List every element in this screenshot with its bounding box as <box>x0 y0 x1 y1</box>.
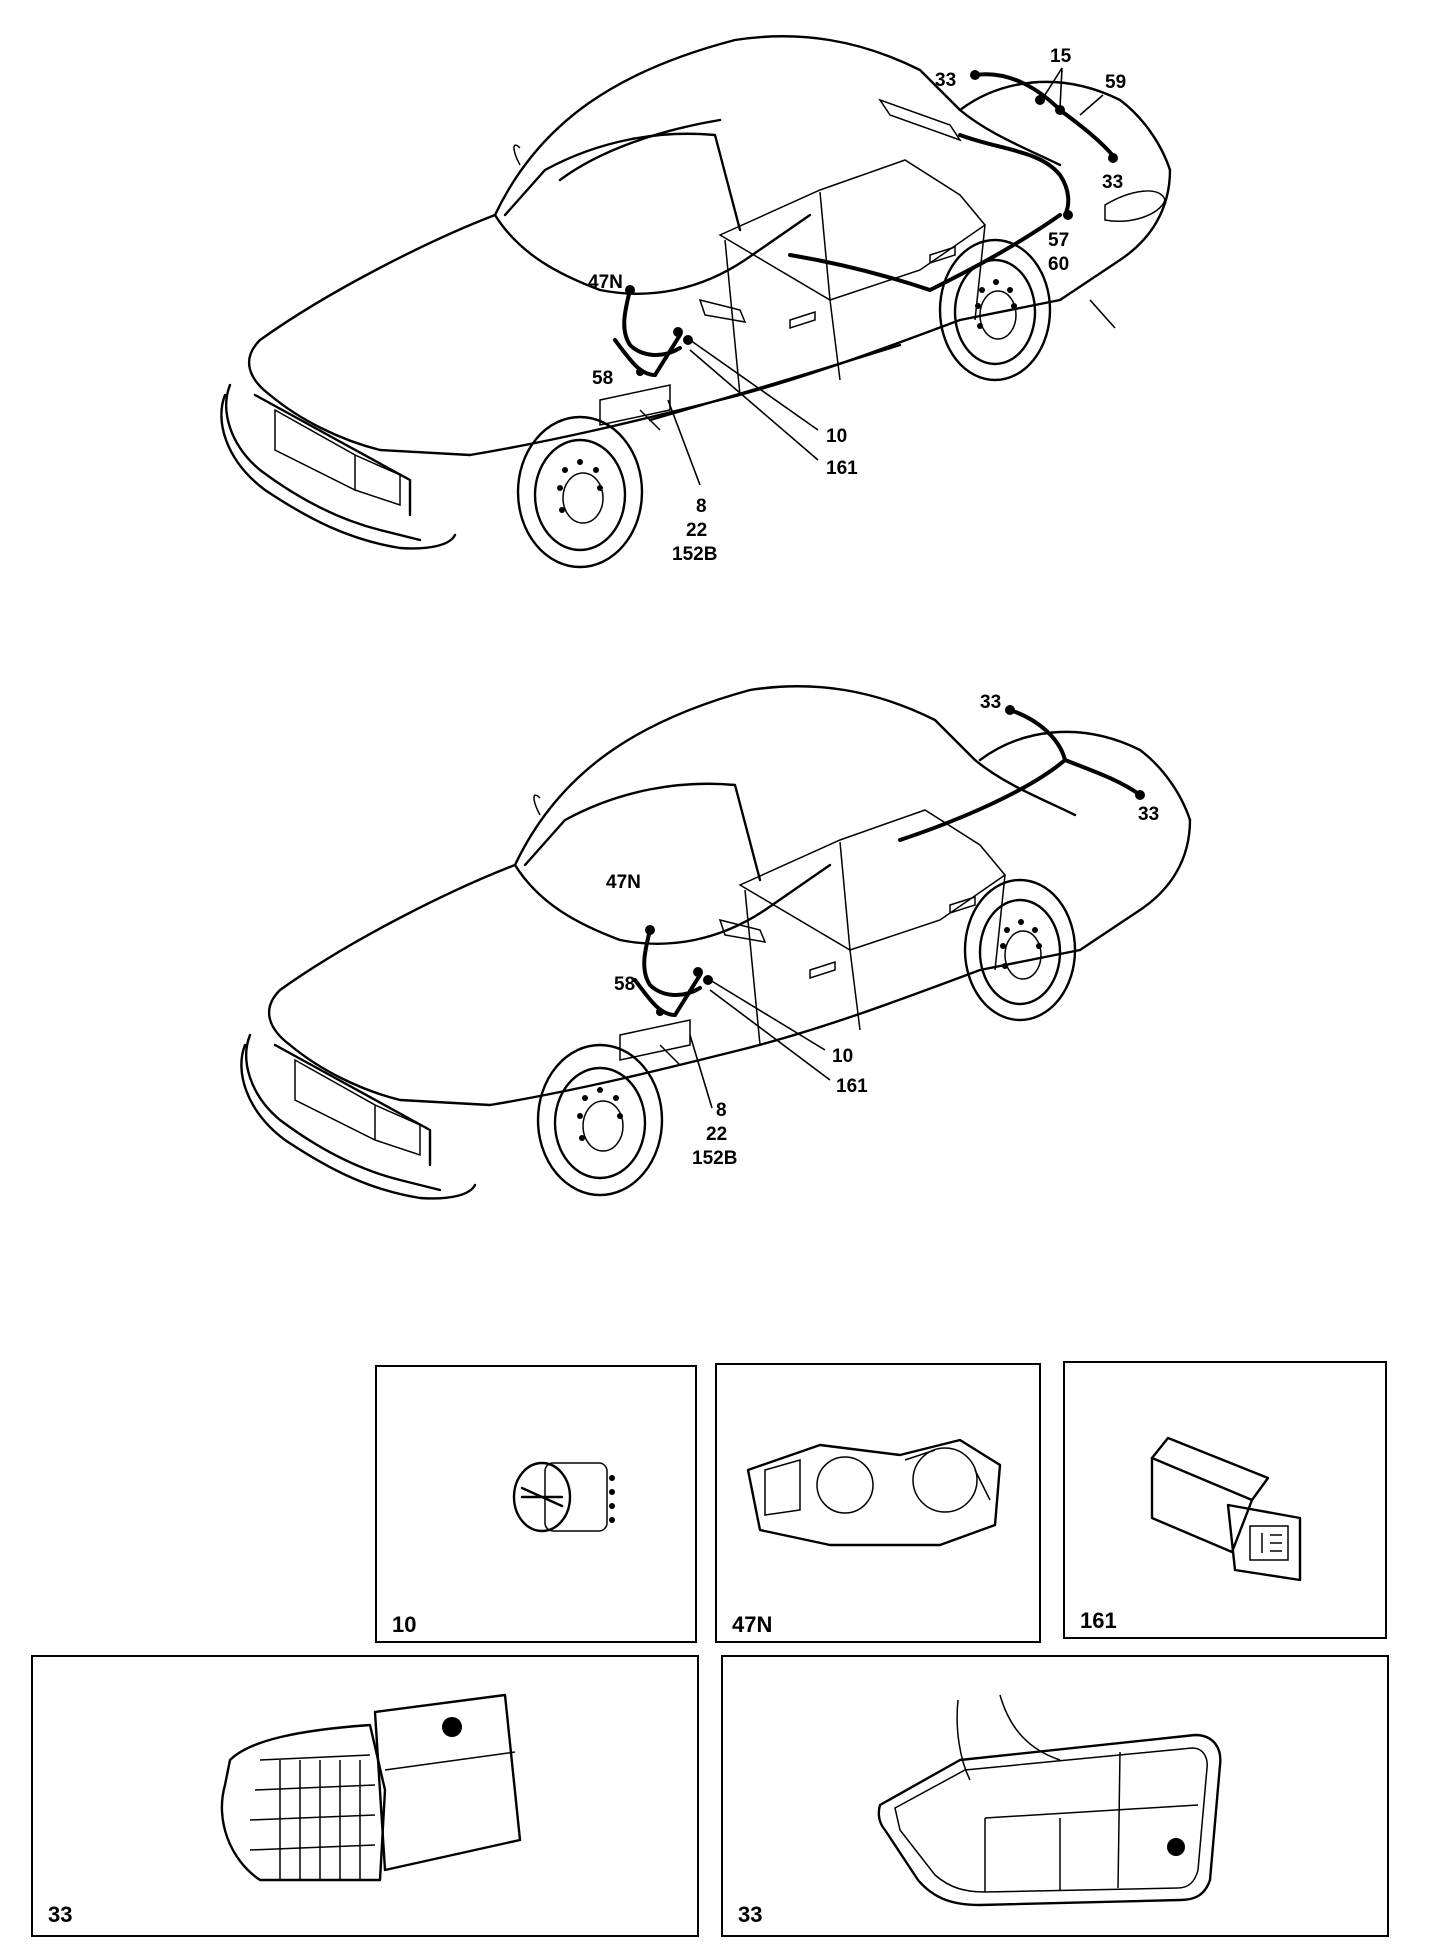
callout-47n: 47N <box>606 872 641 893</box>
callout-22: 22 <box>706 1124 727 1145</box>
callout-161: 161 <box>826 458 858 479</box>
callout-33: 33 <box>1138 804 1159 825</box>
callout-33: 33 <box>1102 172 1123 193</box>
callout-33: 33 <box>935 70 956 91</box>
car-top-illustration <box>220 35 1172 569</box>
ignition-switch-icon <box>512 1461 615 1533</box>
panel-label-33: 33 <box>48 1902 72 1927</box>
callout-152b: 152B <box>692 1148 737 1169</box>
callout-47n: 47N <box>588 272 623 293</box>
callout-10: 10 <box>832 1046 853 1067</box>
detail-panel-33-left: 33 <box>31 1655 699 1937</box>
callout-22: 22 <box>686 520 707 541</box>
callout-60: 60 <box>1048 254 1069 275</box>
callout-8: 8 <box>716 1100 727 1121</box>
detail-panel-161: 161 <box>1063 1361 1387 1639</box>
panel-label-10: 10 <box>392 1612 416 1637</box>
callout-57: 57 <box>1048 230 1069 251</box>
callout-152b: 152B <box>672 544 717 565</box>
panel-label-33: 33 <box>738 1902 762 1927</box>
callout-161: 161 <box>836 1076 868 1097</box>
rear-lamp-cover-icon <box>220 1693 522 1882</box>
callout-8: 8 <box>696 496 707 517</box>
callout-10: 10 <box>826 426 847 447</box>
callout-58: 58 <box>592 368 613 389</box>
callout-15: 15 <box>1050 46 1072 67</box>
fog-light-switch-icon <box>1150 1436 1302 1582</box>
detail-panel-33-right: 33 <box>721 1655 1389 1937</box>
tail-light-icon <box>877 1694 1222 1907</box>
callout-58: 58 <box>614 974 635 995</box>
car-bottom-illustration <box>240 685 1192 1200</box>
callout-33: 33 <box>980 692 1001 713</box>
panel-label-47n: 47N <box>732 1612 772 1637</box>
instrument-cluster-icon <box>746 1438 1002 1547</box>
panel-label-161: 161 <box>1080 1608 1117 1633</box>
detail-panel-47n: 47N <box>715 1363 1041 1643</box>
detail-panel-10: 10 <box>375 1365 697 1643</box>
callout-59: 59 <box>1105 72 1126 93</box>
